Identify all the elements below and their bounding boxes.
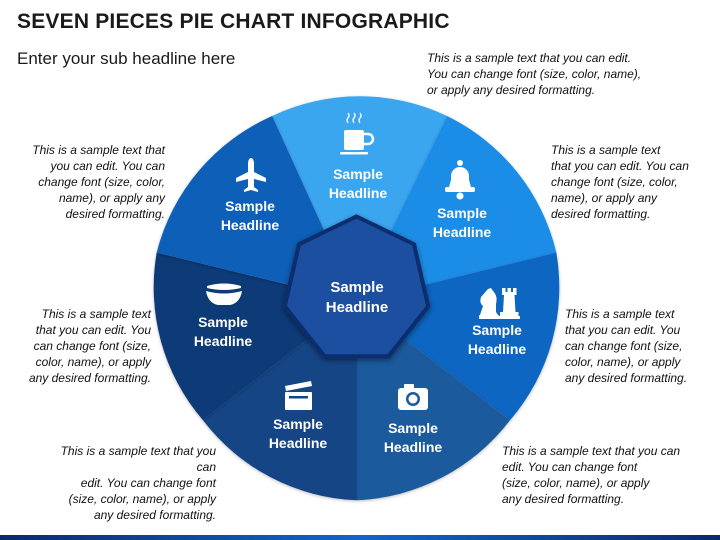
note-top-right: This is a sample text that you can edit.… [427,51,642,97]
segment-camera-label-line1: Sample [388,420,438,436]
page-subtitle: Enter your sub headline here [17,49,236,68]
note-left-1: This is a sample text that you can edit.… [32,143,165,221]
note-right-1: This is a sample text that you can edit.… [551,143,689,221]
segment-bell-label-line2: Headline [433,224,492,240]
clapperboard-icon [285,381,312,410]
segment-cup-label-line1: Sample [333,166,383,182]
note-bottom-left: This is a sample text that you can edit.… [60,444,216,522]
footer-bar [0,535,720,540]
hub-label-line1: Sample [330,279,383,296]
segment-bowl-label-line2: Headline [194,333,253,349]
segment-plane-label-line2: Headline [221,217,280,233]
bell-icon [445,160,475,200]
airplane-icon [236,158,266,192]
segment-camera-label-line2: Headline [384,439,443,455]
page-title: SEVEN PIECES PIE CHART INFOGRAPHIC [17,10,450,33]
note-right-2: This is a sample text that you can edit.… [565,307,688,385]
hub-heptagon [282,214,431,359]
coffee-cup-icon [340,112,375,155]
segment-clapper-label-line2: Headline [269,435,328,451]
segment-cup [272,96,447,302]
segment-bowl-label-line1: Sample [198,314,248,330]
segment-plane-label-line1: Sample [225,198,275,214]
chess-pieces-icon [479,288,520,319]
hub-label-line2: Headline [326,299,389,316]
segment-clapper-label-line1: Sample [273,416,323,432]
bowl-icon [206,283,242,305]
segment-bell-label-line1: Sample [437,205,487,221]
segment-cup-label-line2: Headline [329,185,388,201]
camera-icon [398,384,428,410]
note-bottom-right: This is a sample text that you can edit.… [502,444,681,506]
segment-chess-label-line1: Sample [472,322,522,338]
note-left-2: This is a sample text that you can edit.… [28,307,151,385]
segment-chess-label-line2: Headline [468,341,527,357]
